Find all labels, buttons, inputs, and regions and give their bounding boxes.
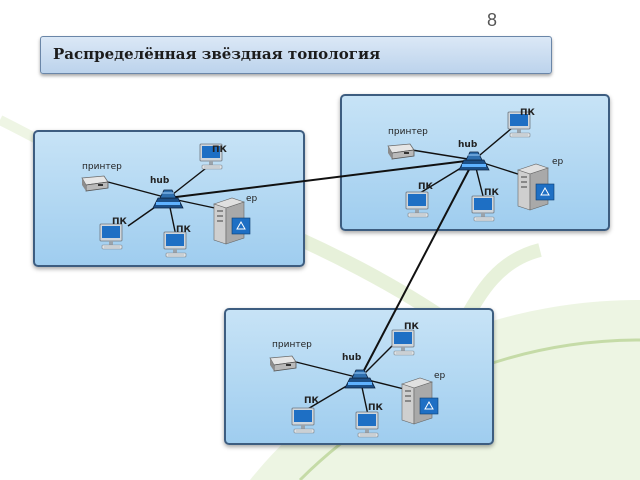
pc-label: ПК <box>520 108 535 118</box>
server-label: ер <box>246 194 258 204</box>
server-label: ер <box>434 371 446 381</box>
hub-label: hub <box>150 176 170 186</box>
pc-label: ПК <box>304 396 319 406</box>
pc-label: ПК <box>212 145 227 155</box>
printer-label: принтер <box>82 162 122 172</box>
network-group-right <box>340 94 610 231</box>
pc-label: ПК <box>418 182 433 192</box>
slide-title: Распределённая звёздная топология <box>53 45 381 63</box>
pc-label: ПК <box>368 403 383 413</box>
network-group-left <box>33 130 305 267</box>
server-label: ер <box>552 157 564 167</box>
slide-number: 8 <box>486 10 497 30</box>
printer-label: принтер <box>388 127 428 137</box>
pc-label: ПК <box>404 322 419 332</box>
printer-label: принтер <box>272 340 312 350</box>
title-bar: Распределённая звёздная топология <box>40 36 552 74</box>
pc-label: ПК <box>112 217 127 227</box>
pc-label: ПК <box>176 225 191 235</box>
hub-label: hub <box>342 353 362 363</box>
network-group-bottom <box>224 308 494 445</box>
pc-label: ПК <box>484 188 499 198</box>
hub-label: hub <box>458 140 478 150</box>
